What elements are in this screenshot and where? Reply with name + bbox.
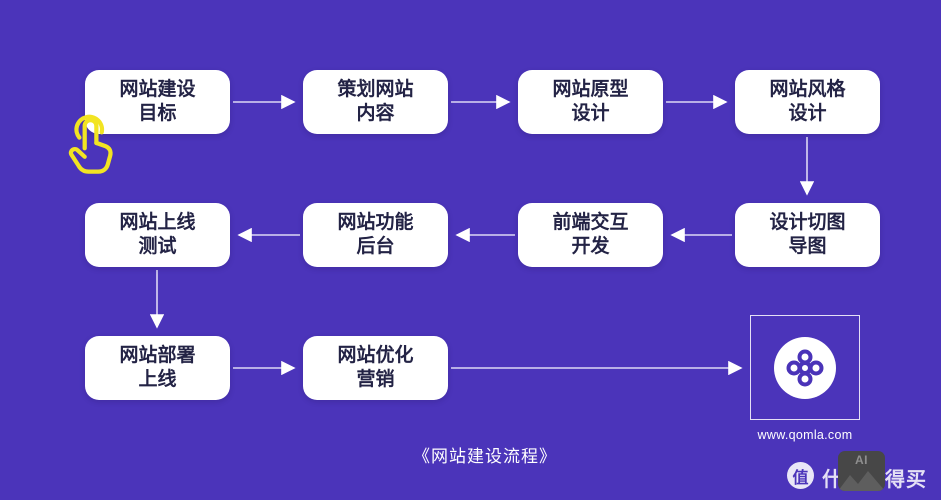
node-label-line1: 网站原型 [552, 79, 629, 101]
node-label-line2: 目标 [138, 103, 177, 124]
smzdm-logo-char: 值 [792, 469, 809, 487]
mountain-icon [838, 471, 885, 491]
flow-node-slicing-export: 设计切图 导图 [735, 203, 880, 267]
flow-node-frontend-dev: 前端交互 开发 [518, 203, 663, 267]
node-label-line1: 网站功能 [337, 212, 414, 234]
tap-hand-icon [68, 114, 113, 174]
ai-image-badge: AI [838, 451, 885, 491]
node-label-line1: 网站上线 [119, 212, 196, 234]
node-label-line2: 后台 [356, 236, 395, 257]
node-label-line1: 网站建设 [119, 79, 196, 101]
diagram-caption: 《网站建设流程》 [413, 447, 557, 466]
smzdm-logo-icon: 值 [787, 462, 814, 489]
qomla-logo-frame [750, 315, 860, 420]
node-label-line1: 策划网站 [337, 79, 414, 101]
flow-node-backend-function: 网站功能 后台 [303, 203, 448, 267]
flow-node-optimization-marketing: 网站优化 营销 [303, 336, 448, 400]
node-label-line2: 设计 [788, 103, 827, 124]
node-label-line1: 网站优化 [337, 345, 414, 367]
qomla-logo-circle [774, 336, 836, 399]
flow-node-deploy-launch: 网站部署 上线 [85, 336, 230, 400]
ai-badge-label: AI [855, 453, 868, 467]
node-label-line2: 导图 [788, 236, 827, 257]
flow-node-plan-content: 策划网站 内容 [303, 70, 448, 134]
node-label-line2: 设计 [571, 103, 610, 124]
flow-node-site-goal: 网站建设 目标 [85, 70, 230, 134]
node-label-line1: 设计切图 [769, 212, 846, 234]
flow-node-style-design: 网站风格 设计 [735, 70, 880, 134]
node-label-line2: 开发 [571, 236, 610, 257]
node-label-line1: 网站部署 [119, 345, 196, 367]
node-label-line1: 网站风格 [769, 79, 846, 101]
flow-node-prototype-design: 网站原型 设计 [518, 70, 663, 134]
qomla-clover-icon [786, 349, 824, 386]
node-label-line2: 测试 [138, 236, 177, 257]
flow-node-launch-testing: 网站上线 测试 [85, 203, 230, 267]
node-label-line2: 上线 [138, 369, 177, 390]
node-label-line1: 前端交互 [552, 212, 629, 234]
node-label-line2: 营销 [356, 369, 395, 390]
qomla-website-url: www.qomla.com [757, 428, 853, 442]
node-label-line2: 内容 [356, 103, 395, 124]
